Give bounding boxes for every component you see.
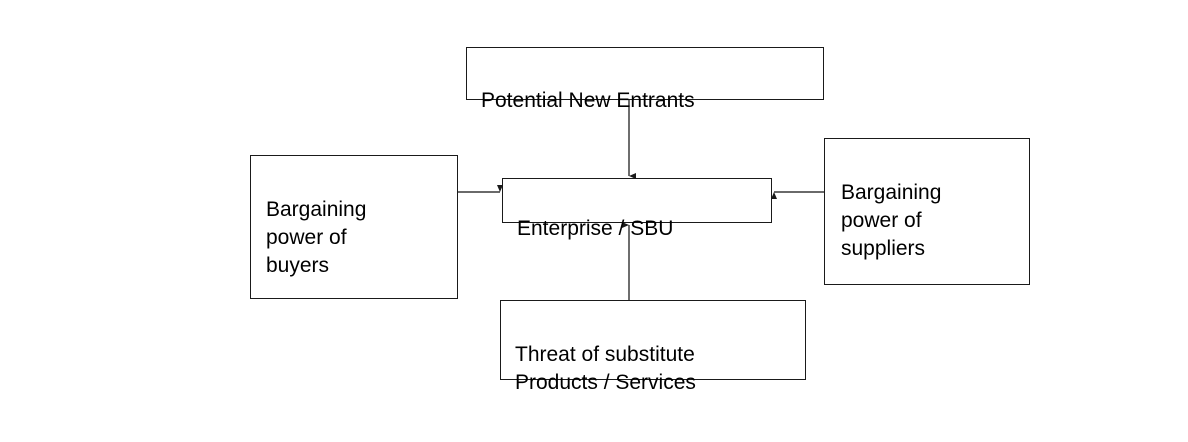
node-bargaining-power-of-suppliers: Bargaining power of suppliers — [824, 138, 1030, 285]
node-bargaining-power-of-buyers: Bargaining power of buyers — [250, 155, 458, 299]
node-label-bargaining-power-of-buyers: Bargaining power of buyers — [266, 198, 367, 277]
node-label-bargaining-power-of-suppliers: Bargaining power of suppliers — [841, 181, 942, 260]
node-enterprise-sbu: Enterprise / SBU — [502, 178, 772, 240]
node-potential-new-entrants: Potential New Entrants — [466, 47, 824, 112]
node-label-threat-of-substitutes: Threat of substitute Products / Services — [515, 343, 696, 394]
node-threat-of-substitutes: Threat of substitute Products / Services — [500, 300, 806, 394]
node-label-enterprise-sbu: Enterprise / SBU — [517, 217, 674, 240]
node-label-potential-new-entrants: Potential New Entrants — [481, 89, 695, 112]
